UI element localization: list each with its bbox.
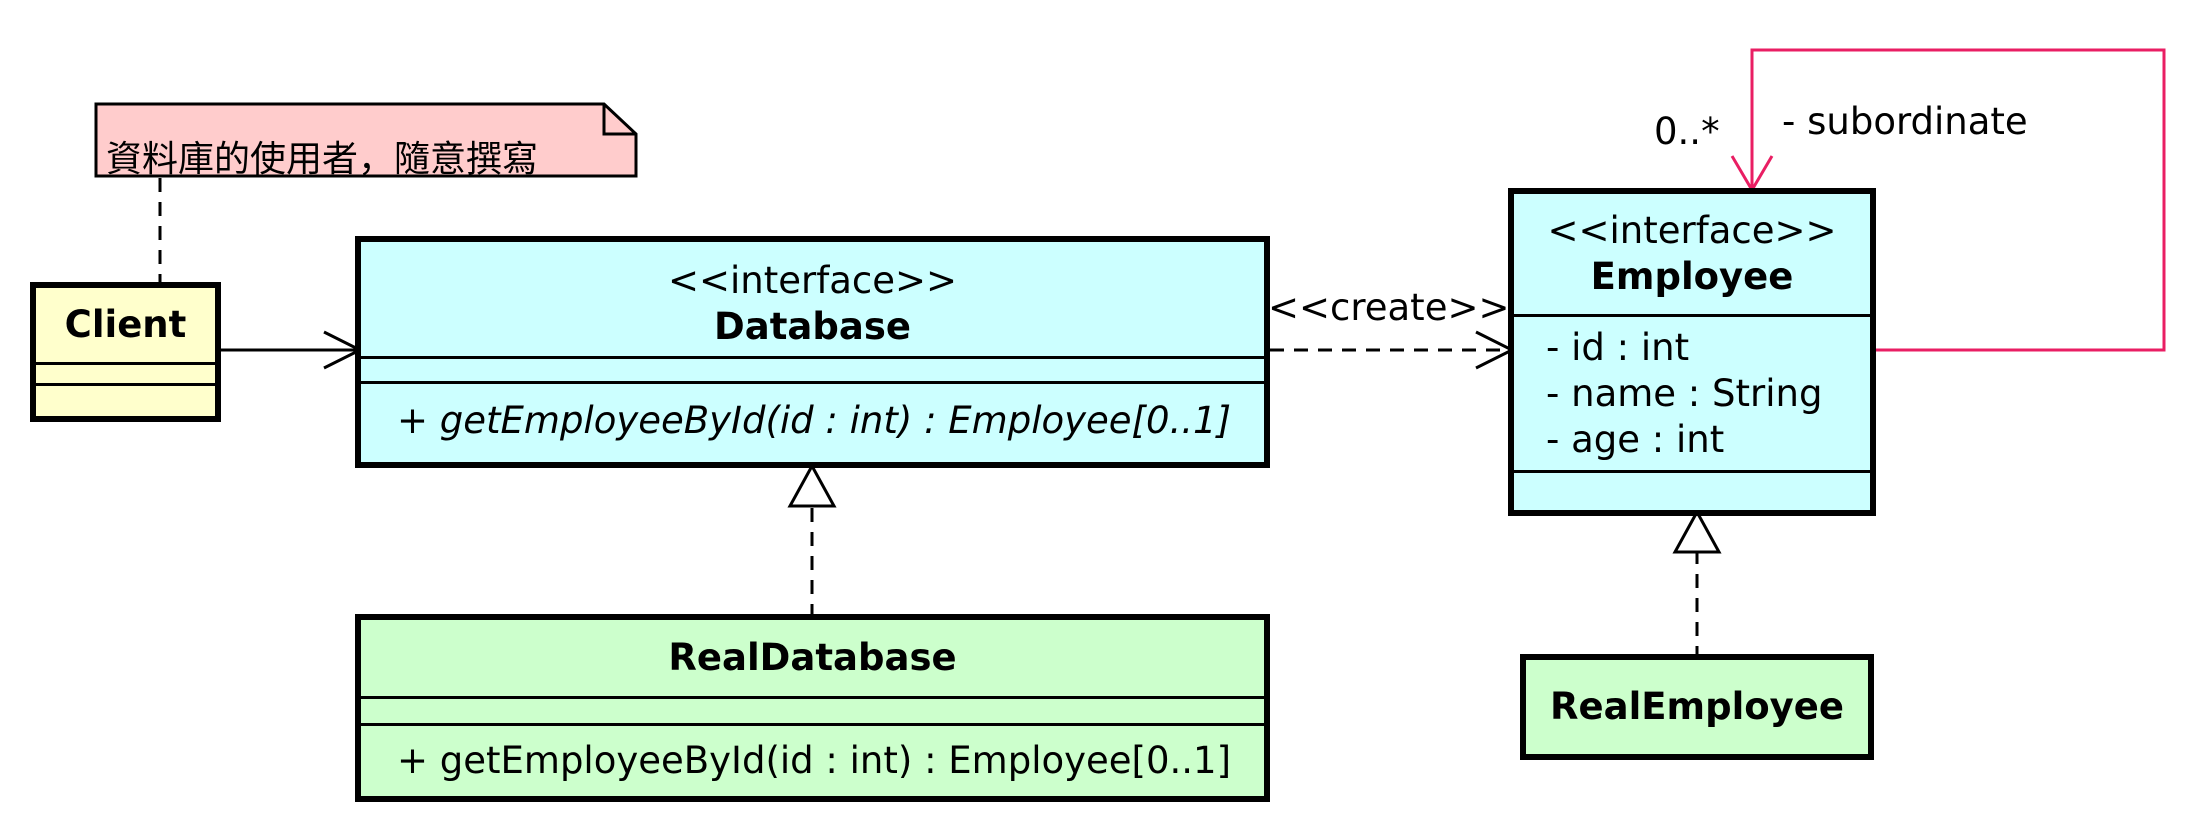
real-employee-class[interactable]: RealEmployee [1520, 654, 1874, 760]
employee-attribute-name: - name : String [1546, 372, 1823, 415]
employee-class-name: Employee [1590, 255, 1794, 298]
note: 資料庫的使用者，隨意撰寫 [96, 104, 636, 180]
employee-stereotype: <<interface>> [1547, 209, 1837, 252]
employee-attribute-age: - age : int [1546, 418, 1725, 461]
note-shape [94, 102, 638, 178]
database-interface[interactable]: <<interface>> Database + getEmployeeById… [355, 236, 1270, 468]
self-association-line [1750, 48, 2166, 352]
database-realization-triangle [787, 462, 837, 508]
client-class-name: Client [64, 303, 187, 346]
real-employee-class-name: RealEmployee [1550, 685, 1844, 728]
employee-interface[interactable]: <<interface>> Employee - id : int - name… [1508, 188, 1876, 516]
employee-realization-triangle [1672, 508, 1722, 554]
database-stereotype: <<interface>> [667, 259, 958, 302]
self-association-role-label: - subordinate [1782, 100, 2028, 143]
client-class[interactable]: Client [30, 282, 221, 422]
database-class-name: Database [714, 305, 911, 348]
create-dependency-label: <<create>> [1268, 286, 1510, 329]
note-text: 資料庫的使用者，隨意撰寫 [106, 139, 539, 180]
database-method: + getEmployeeById(id : int) : Employee[0… [397, 399, 1232, 442]
real-database-class-name: RealDatabase [668, 636, 957, 679]
real-database-class[interactable]: RealDatabase + getEmployeeById(id : int)… [355, 614, 1270, 802]
self-association-multiplicity: 0..* [1654, 110, 1720, 153]
real-database-method: + getEmployeeById(id : int) : Employee[0… [397, 739, 1232, 782]
note-fold [602, 104, 636, 136]
employee-attribute-id: - id : int [1546, 326, 1690, 369]
